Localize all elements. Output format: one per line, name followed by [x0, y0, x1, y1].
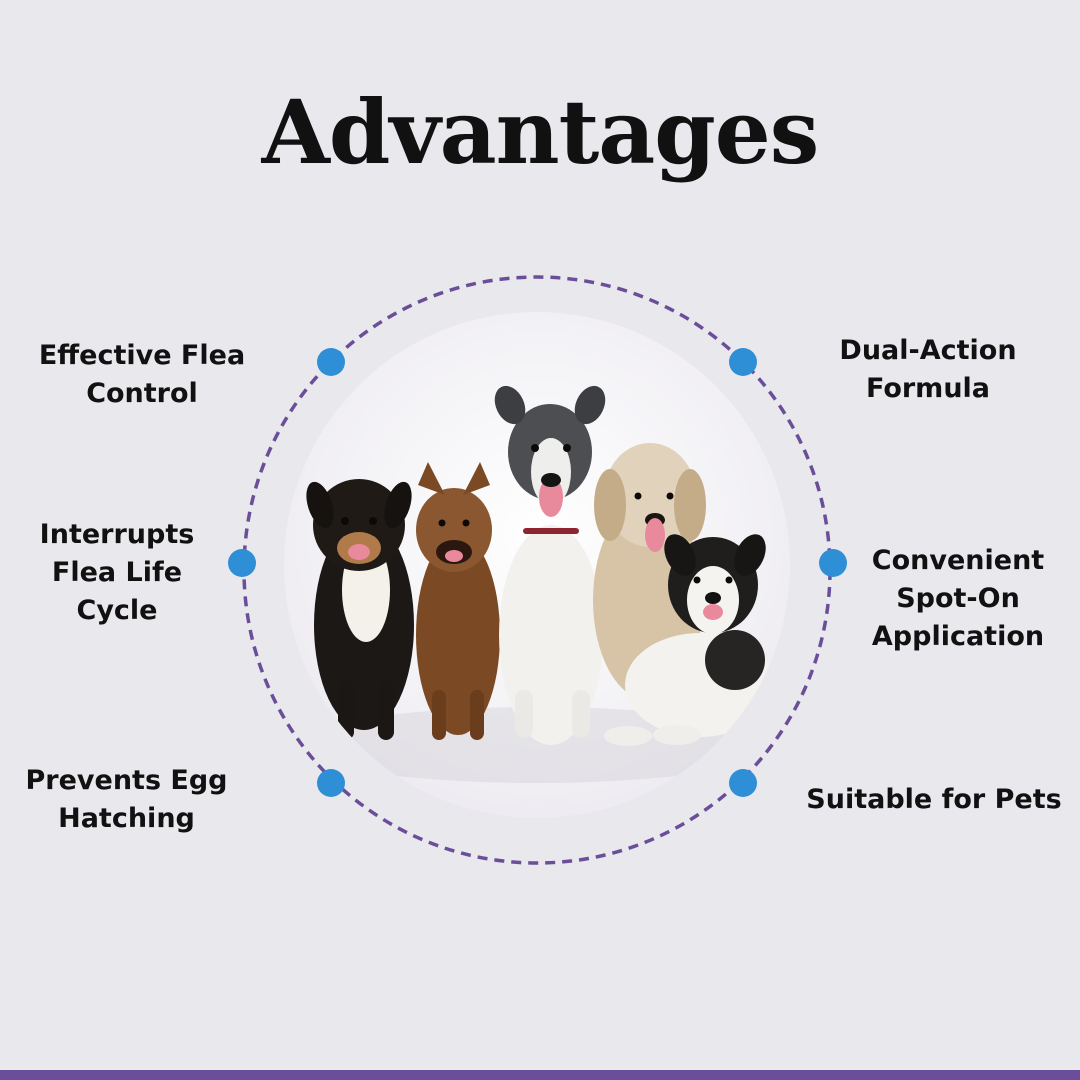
feature-label-top-right: Dual-Action Formula: [839, 335, 1017, 404]
dot-top-right: [729, 348, 757, 376]
dog-3-illustration: [494, 385, 606, 745]
dot-mid-right: [819, 549, 847, 577]
dog-2-illustration: [416, 462, 500, 740]
dot-bottom-right: [729, 769, 757, 797]
dog-5-illustration: [604, 534, 775, 746]
dot-mid-left: [228, 549, 256, 577]
dogs-photo: [284, 312, 790, 818]
advantages-title: Advantages: [261, 80, 820, 184]
bottom-accent-bar: [0, 1070, 1080, 1080]
dog-1-illustration: [306, 479, 414, 740]
feature-label-top-left: Effective Flea Control: [38, 340, 246, 409]
feature-label-bottom-left: Prevents Egg Hatching: [25, 765, 228, 834]
feature-label-mid-right: Convenient Spot-On Application: [871, 545, 1045, 652]
dot-top-left: [317, 348, 345, 376]
dot-bottom-left: [317, 769, 345, 797]
feature-label-bottom-right: Suitable for Pets: [806, 784, 1062, 815]
feature-label-mid-left: Interrupts Flea Life Cycle: [39, 519, 195, 626]
